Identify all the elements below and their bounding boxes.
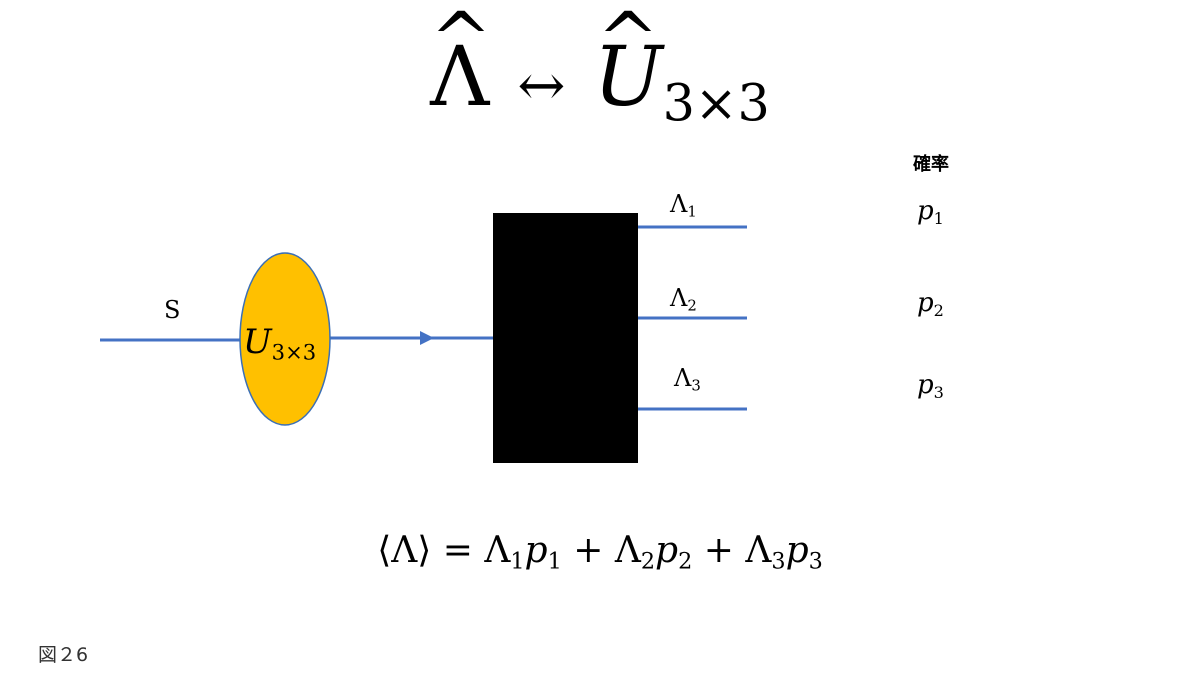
probability-2: p2 [917, 288, 944, 320]
expectation-formula: ⟨Λ⟩ = Λ1p1 + Λ2p2 + Λ3p3 [377, 530, 823, 575]
probability-3: p3 [917, 370, 944, 402]
figure-label: 図２6 [38, 644, 89, 666]
diagram-title: ^Λ ↔ ^U3×3 [0, 0, 1200, 153]
unitary-operator: ^U [593, 0, 662, 128]
unitary-ellipse [239, 252, 331, 426]
measurement-box [493, 213, 638, 463]
input-label: S [164, 296, 181, 324]
output-label-3: Λ3 [674, 364, 701, 395]
unitary-dim: 3×3 [662, 73, 770, 133]
direction-arrowhead [420, 331, 434, 345]
equivalence-arrow: ↔ [517, 52, 566, 119]
unitary-label: U3×3 [243, 322, 317, 365]
probability-header: 確率 [913, 154, 949, 175]
output-label-2: Λ2 [670, 284, 697, 315]
hat-mark: ^ [597, 0, 659, 83]
output-label-1: Λ1 [670, 190, 697, 221]
lambda-operator: ^Λ [430, 0, 492, 128]
probability-1: p1 [917, 196, 944, 228]
hat-mark: ^ [430, 0, 492, 83]
